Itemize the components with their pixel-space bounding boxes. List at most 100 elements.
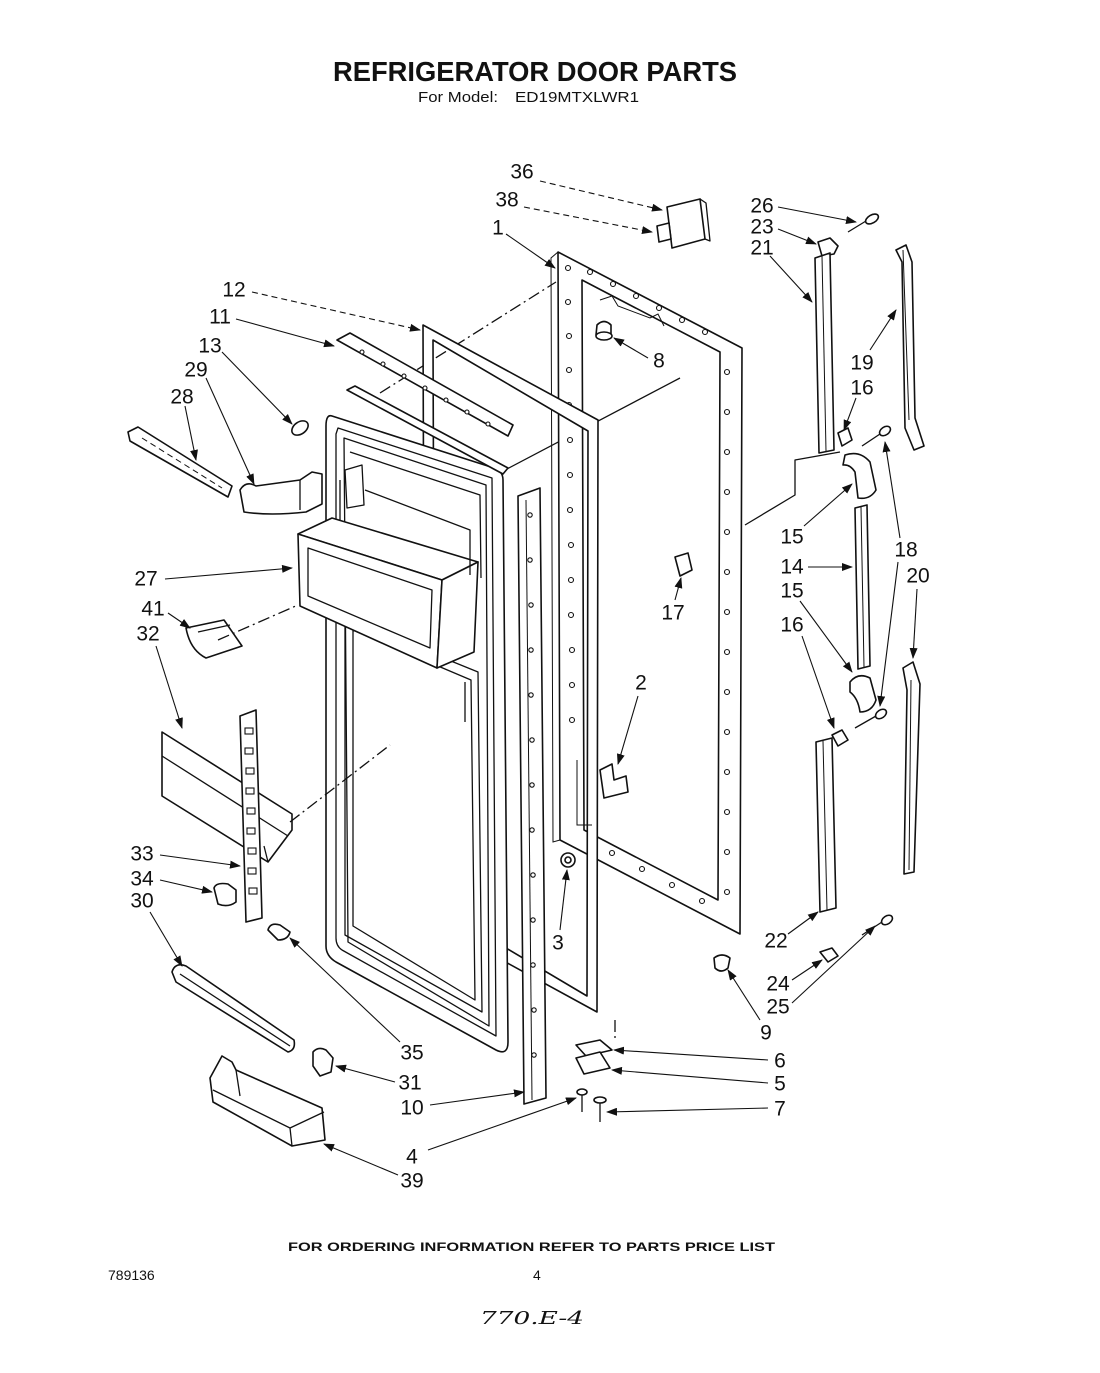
callout-35: 35 bbox=[400, 1042, 423, 1065]
callout-15-lower: 15 bbox=[780, 580, 803, 603]
alignment-line bbox=[289, 744, 391, 823]
door-liner bbox=[325, 414, 509, 1053]
leader-line-4 bbox=[427, 1097, 577, 1151]
leader-line-15 bbox=[803, 483, 853, 527]
part-38-label bbox=[656, 222, 672, 243]
alignment-line bbox=[379, 281, 557, 394]
callout-13: 13 bbox=[198, 335, 221, 358]
part-8-bumper bbox=[595, 320, 613, 341]
callout-21: 21 bbox=[750, 237, 773, 260]
leader-line-36 bbox=[539, 180, 663, 212]
part-28-trim-strip bbox=[127, 426, 233, 498]
leader-line-1 bbox=[505, 233, 556, 269]
leader-line-15-lower bbox=[799, 600, 853, 673]
leader-line-11 bbox=[235, 318, 335, 348]
part-9-bumper bbox=[713, 954, 731, 972]
part-39-door-bin bbox=[209, 1055, 326, 1147]
callout-3: 3 bbox=[552, 932, 564, 955]
part-24-clip bbox=[819, 947, 839, 963]
part-15-bushing-upper bbox=[842, 452, 877, 500]
leader-line-31 bbox=[335, 1064, 396, 1083]
part-33-shelf-rail bbox=[239, 709, 263, 923]
leader-line-25 bbox=[791, 925, 876, 1004]
callout-12: 12 bbox=[222, 279, 245, 302]
part-34-knob bbox=[213, 882, 237, 907]
callout-29: 29 bbox=[184, 359, 207, 382]
part-18-screw-upper bbox=[861, 425, 892, 447]
leader-line-23 bbox=[777, 228, 817, 245]
callout-19: 19 bbox=[850, 352, 873, 375]
leader-line-9 bbox=[727, 969, 761, 1021]
callout-11: 11 bbox=[209, 306, 231, 329]
callout-16: 16 bbox=[850, 377, 873, 400]
leader-line-24 bbox=[791, 959, 823, 981]
leader-line-38 bbox=[523, 206, 653, 235]
leader-line-5 bbox=[611, 1066, 769, 1084]
alignment-line bbox=[744, 451, 841, 526]
part-41-drip-tray bbox=[185, 619, 243, 659]
part-36-plate bbox=[666, 198, 711, 249]
callout-33: 33 bbox=[130, 843, 153, 866]
panel-screw-holes bbox=[564, 264, 731, 905]
part-16-clip-upper bbox=[837, 427, 853, 447]
part-3-plug bbox=[560, 852, 576, 868]
alignment-line bbox=[217, 604, 299, 641]
part-13-button bbox=[291, 420, 309, 436]
callout-24: 24 bbox=[766, 973, 790, 996]
callout-25: 25 bbox=[766, 996, 789, 1019]
leader-line-16 bbox=[843, 397, 857, 431]
callout-34: 34 bbox=[130, 868, 154, 891]
leader-line-29 bbox=[205, 377, 255, 485]
part-20-trim-strip bbox=[902, 661, 921, 875]
leader-line-18-lower bbox=[877, 561, 899, 707]
part-35-pin bbox=[267, 923, 291, 941]
leader-line-2 bbox=[616, 695, 639, 765]
leader-line-22 bbox=[787, 911, 819, 935]
callout-36: 36 bbox=[510, 161, 533, 184]
document-number: 789136 bbox=[108, 1267, 155, 1283]
callout-28: 28 bbox=[170, 386, 193, 409]
leader-line-20 bbox=[909, 588, 918, 659]
callout-14: 14 bbox=[780, 556, 804, 579]
dispenser-housing bbox=[297, 480, 479, 669]
part-5-hinge bbox=[575, 1051, 611, 1075]
callout-5: 5 bbox=[774, 1073, 786, 1096]
door-trim-strip bbox=[517, 487, 547, 1105]
leader-line-13 bbox=[221, 351, 293, 425]
model-label: For Model: bbox=[418, 89, 498, 106]
leader-lines bbox=[149, 180, 918, 1176]
leader-line-41 bbox=[167, 612, 191, 629]
leader-line-12 bbox=[251, 291, 421, 332]
callout-8: 8 bbox=[653, 350, 665, 373]
callout-32: 32 bbox=[136, 623, 159, 646]
part-32-door-shelf bbox=[161, 731, 293, 863]
part-4-screw bbox=[576, 1088, 588, 1112]
part-17-clip bbox=[674, 552, 693, 577]
page-title: REFRIGERATOR DOOR PARTS bbox=[333, 56, 737, 87]
door-outer-panel bbox=[550, 251, 743, 935]
callout-7: 7 bbox=[774, 1098, 786, 1121]
part-21-hinge-bar bbox=[814, 252, 835, 454]
part-26-screw bbox=[847, 213, 880, 233]
part-23-hinge-clip bbox=[817, 237, 839, 257]
leader-line-35 bbox=[289, 937, 401, 1043]
leader-line-21 bbox=[769, 255, 813, 303]
callout-20: 20 bbox=[906, 565, 929, 588]
part-16-clip-lower bbox=[831, 729, 849, 747]
callout-41: 41 bbox=[141, 598, 164, 621]
callout-30: 30 bbox=[130, 890, 153, 913]
leader-line-19 bbox=[869, 309, 897, 351]
part-29-dispenser-actuator bbox=[239, 471, 323, 515]
part-22-hinge-bar bbox=[815, 737, 837, 913]
leader-line-7 bbox=[606, 1107, 769, 1116]
model-number: ED19MTXLWR1 bbox=[515, 89, 639, 106]
callout-15: 15 bbox=[780, 526, 803, 549]
callout-31: 31 bbox=[398, 1072, 421, 1095]
leader-line-8 bbox=[613, 337, 649, 359]
callout-39: 39 bbox=[400, 1170, 423, 1193]
callout-22: 22 bbox=[764, 930, 787, 953]
leader-line-17 bbox=[674, 577, 683, 601]
leader-line-26 bbox=[777, 206, 857, 225]
callout-26: 26 bbox=[750, 195, 773, 218]
